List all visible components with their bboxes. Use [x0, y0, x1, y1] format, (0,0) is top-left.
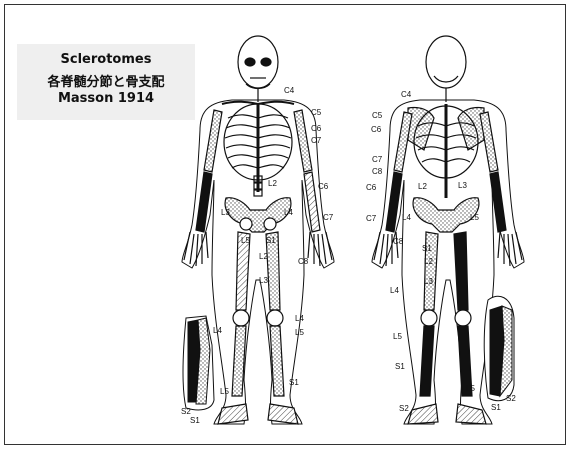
label-p-l5-knee: L5 [393, 332, 402, 341]
label-lf-l5: L5 [220, 387, 229, 396]
label-rf-s2: S2 [506, 394, 516, 403]
label-a-c7: C7 [311, 136, 322, 145]
label-p-l5-pelvis: L5 [470, 213, 479, 222]
label-a-l4-knee: L4 [295, 314, 304, 323]
label-p-c7-forearm: C7 [366, 214, 377, 223]
label-a-c5: C5 [311, 108, 322, 117]
label-p-l3-thigh: L3 [424, 277, 433, 286]
label-rf-s1: S1 [491, 403, 501, 412]
label-lf-s2: S2 [181, 407, 191, 416]
title-japanese: 各脊髄分節と骨支配 [47, 75, 165, 90]
label-p-s1-pelvis: S1 [422, 244, 432, 253]
label-p-c7: C7 [372, 155, 383, 164]
label-a-c7-forearm: C7 [323, 213, 334, 222]
anterior-labels: C4 C5 C6 C7 C6 C7 L2 L3 L4 L5 S1 C8 L2 L… [221, 86, 334, 387]
label-p-c8: C8 [372, 167, 383, 176]
title-source: Masson 1914 [57, 91, 155, 106]
label-p-s2-ankle: S2 [399, 404, 409, 413]
label-p-s1-calf: S1 [395, 362, 405, 371]
label-p-l4-pelvis: L4 [402, 213, 411, 222]
label-a-l3-thigh: L3 [259, 276, 268, 285]
label-a-s1-pelvis: S1 [266, 236, 276, 245]
label-p-l4-thigh: L4 [390, 286, 399, 295]
label-a-c4: C4 [284, 86, 295, 95]
title-box: Sclerotomes 各脊髄分節と骨支配 Masson 1914 [17, 44, 195, 120]
anterior-skeleton [181, 35, 335, 425]
label-lf-l4: L4 [213, 326, 222, 335]
label-p-c5: C5 [372, 111, 383, 120]
label-a-l4-pelvis: L4 [284, 208, 293, 217]
left-foot-inset [182, 315, 215, 411]
label-a-l2-pelvis: L2 [268, 179, 277, 188]
label-a-c6-forearm: C6 [318, 182, 329, 191]
label-p-c6: C6 [371, 125, 382, 134]
posterior-skeleton [371, 35, 525, 425]
label-lf-s1: S1 [190, 416, 200, 425]
label-p-l2-thigh: L2 [424, 257, 433, 266]
left-foot-labels: L4 L5 S2 S1 [181, 326, 229, 425]
label-p-c6-forearm: C6 [366, 183, 377, 192]
label-a-c8-hand: C8 [298, 257, 309, 266]
posterior-labels: C4 C5 C6 C7 C8 C6 C7 L2 L3 L4 L5 S1 C8 L… [366, 90, 516, 413]
label-a-l5-shin: L5 [295, 328, 304, 337]
label-p-c8-hand: C8 [393, 237, 404, 246]
label-a-s1-ankle: S1 [289, 378, 299, 387]
label-p-l2-pelvis: L2 [418, 182, 427, 191]
title-sclerotomes: Sclerotomes [60, 52, 152, 67]
label-a-l5-pelvis: L5 [241, 236, 250, 245]
label-p-c4: C4 [401, 90, 412, 99]
label-rf-l5: L5 [466, 384, 475, 393]
right-foot-inset [483, 295, 515, 402]
label-a-c6: C6 [311, 124, 322, 133]
label-a-l3-pelvis: L3 [221, 208, 230, 217]
label-p-l3-pelvis: L3 [458, 181, 467, 190]
label-a-l2-thigh: L2 [259, 252, 268, 261]
